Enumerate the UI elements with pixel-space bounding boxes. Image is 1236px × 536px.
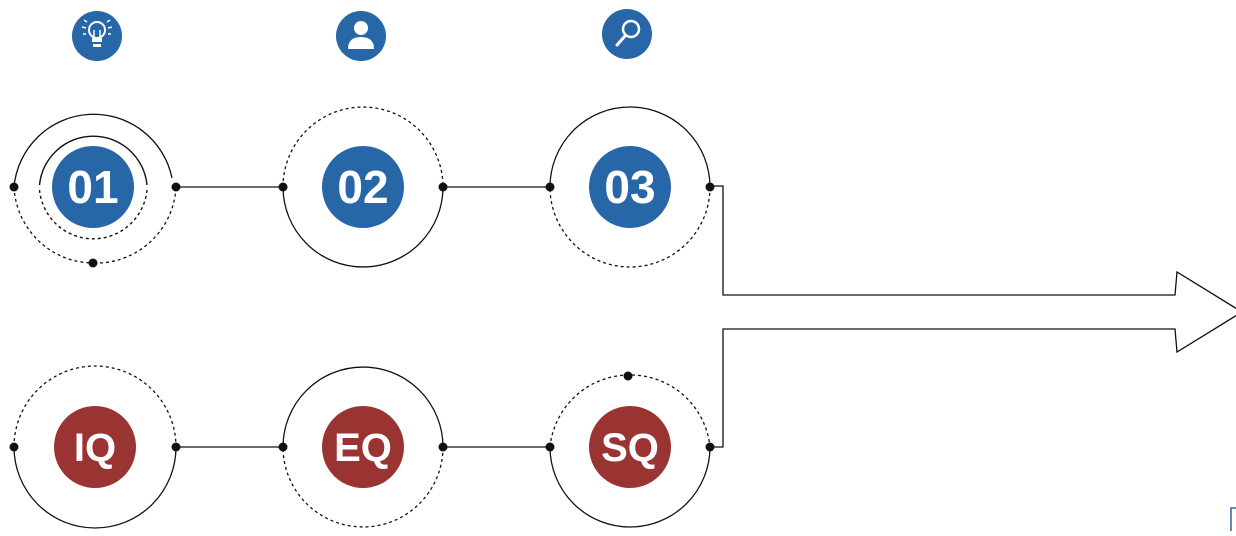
step-label-03: 03: [604, 161, 655, 213]
magnifier-icon: [602, 9, 652, 59]
edge-frame-mark: [1230, 507, 1236, 531]
step-label-iq: IQ: [74, 426, 116, 470]
connector-lines: [176, 186, 550, 448]
step-node-02: 02: [278, 106, 448, 268]
merge-arrow: [709, 185, 1236, 448]
step-node-sq: SQ: [545, 371, 715, 528]
step-label-01: 01: [67, 161, 118, 213]
step-node-eq: EQ: [278, 366, 448, 528]
step-label-eq: EQ: [334, 426, 392, 470]
lightbulb-icon: [72, 11, 122, 61]
step-label-sq: SQ: [601, 426, 659, 470]
step-label-02: 02: [337, 161, 388, 213]
step-node-iq: IQ: [9, 365, 181, 529]
step-node-01: 01: [9, 113, 181, 268]
person-icon: [336, 11, 386, 61]
step-node-03: 03: [545, 106, 715, 268]
